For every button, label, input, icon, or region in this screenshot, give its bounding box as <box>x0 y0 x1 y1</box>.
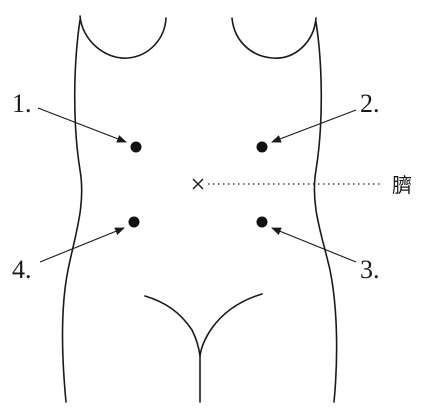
right-body-contour <box>313 21 338 403</box>
left-armpit-curve <box>79 15 167 59</box>
navel-indicator <box>192 178 382 190</box>
point-1-marker <box>130 141 142 153</box>
point-4-marker <box>128 216 140 228</box>
leader-4 <box>39 227 125 263</box>
label-4: 4. <box>12 255 32 284</box>
navel-label: 臍 <box>392 173 412 197</box>
torso-outline <box>61 15 338 403</box>
left-body-contour <box>61 19 83 403</box>
points <box>128 141 268 228</box>
leader-2 <box>271 109 357 143</box>
label-2: 2. <box>360 89 380 118</box>
label-3: 3. <box>360 255 380 284</box>
label-1: 1. <box>12 89 32 118</box>
right-armpit-curve <box>231 17 317 59</box>
leader-1 <box>37 107 127 143</box>
leader-3 <box>271 227 357 263</box>
point-2-marker <box>256 141 268 153</box>
leader-lines <box>37 107 357 263</box>
point-3-marker <box>256 216 268 228</box>
navel-cross-icon <box>192 178 204 190</box>
groin-curve <box>144 293 263 357</box>
